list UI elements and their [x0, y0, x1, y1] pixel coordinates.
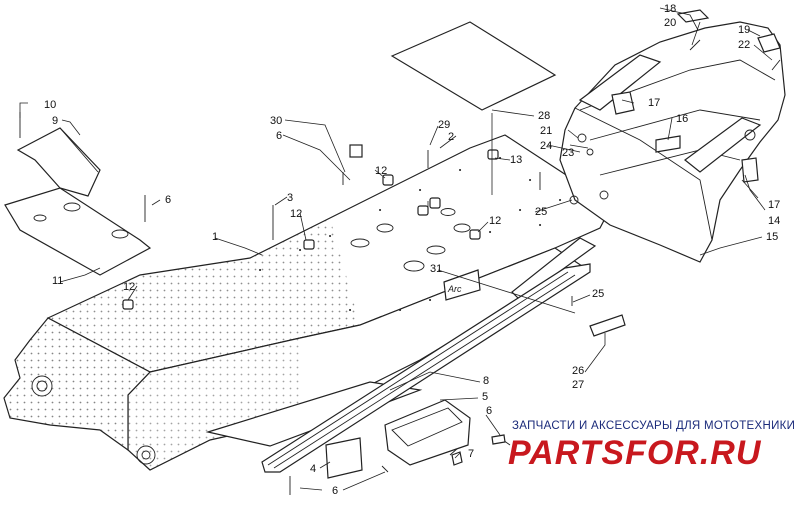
callout-10: 10: [44, 99, 56, 111]
callout-26: 26: [572, 365, 584, 377]
watermark-tagline: ЗАПЧАСТИ И АКСЕССУАРЫ ДЛЯ МОТОТЕХНИКИ: [512, 420, 795, 432]
callout-18: 18: [664, 3, 676, 15]
callout-14: 14: [768, 215, 780, 227]
callout-16: 16: [676, 113, 688, 125]
callout-6: 6: [332, 485, 338, 497]
callout-7: 7: [468, 448, 474, 460]
svg-text:Arc: Arc: [447, 284, 462, 294]
callout-30: 30: [270, 115, 282, 127]
callout-28: 28: [538, 110, 550, 122]
callout-22: 22: [738, 39, 750, 51]
callout-17: 17: [768, 199, 780, 211]
callout-6: 6: [276, 130, 282, 142]
watermark: ЗАПЧАСТИ И АКСЕССУАРЫ ДЛЯ МОТОТЕХНИКИ PA…: [508, 420, 795, 472]
callout-24: 24: [540, 140, 552, 152]
callout-17: 17: [648, 97, 660, 109]
side-rail: [261, 263, 591, 473]
rear-bumper: [559, 9, 786, 263]
callout-12: 12: [123, 281, 135, 293]
callout-labels: 10 9 6 11 12 1 3 12 30 6 12 29 2 13 12 2…: [44, 3, 780, 497]
callout-12: 12: [290, 208, 302, 220]
callout-23: 23: [562, 147, 574, 159]
callout-21: 21: [540, 125, 552, 137]
leader-lines: [19, 7, 773, 491]
callout-6: 6: [165, 194, 171, 206]
callout-25: 25: [535, 206, 547, 218]
callout-15: 15: [766, 231, 778, 243]
callout-27: 27: [572, 379, 584, 391]
callout-11: 11: [52, 275, 63, 287]
callout-4: 4: [310, 463, 316, 475]
callout-8: 8: [483, 375, 489, 387]
callout-29: 29: [438, 119, 450, 131]
callout-1: 1: [212, 231, 218, 243]
callout-20: 20: [664, 17, 676, 29]
callout-13: 13: [510, 154, 522, 166]
callout-6: 6: [486, 405, 492, 417]
tunnel: Arc: [3, 134, 613, 471]
callout-5: 5: [482, 391, 488, 403]
callout-25: 25: [592, 288, 604, 300]
watermark-brand: PARTSFOR.RU: [508, 434, 762, 472]
callout-12: 12: [375, 165, 387, 177]
callout-19: 19: [738, 24, 750, 36]
callout-3: 3: [287, 192, 293, 204]
heat-shield: [4, 127, 152, 276]
callout-12: 12: [489, 215, 501, 227]
callout-9: 9: [52, 115, 58, 127]
callout-2: 2: [448, 131, 454, 143]
callout-31: 31: [430, 263, 442, 275]
seat-pad: [390, 21, 557, 111]
